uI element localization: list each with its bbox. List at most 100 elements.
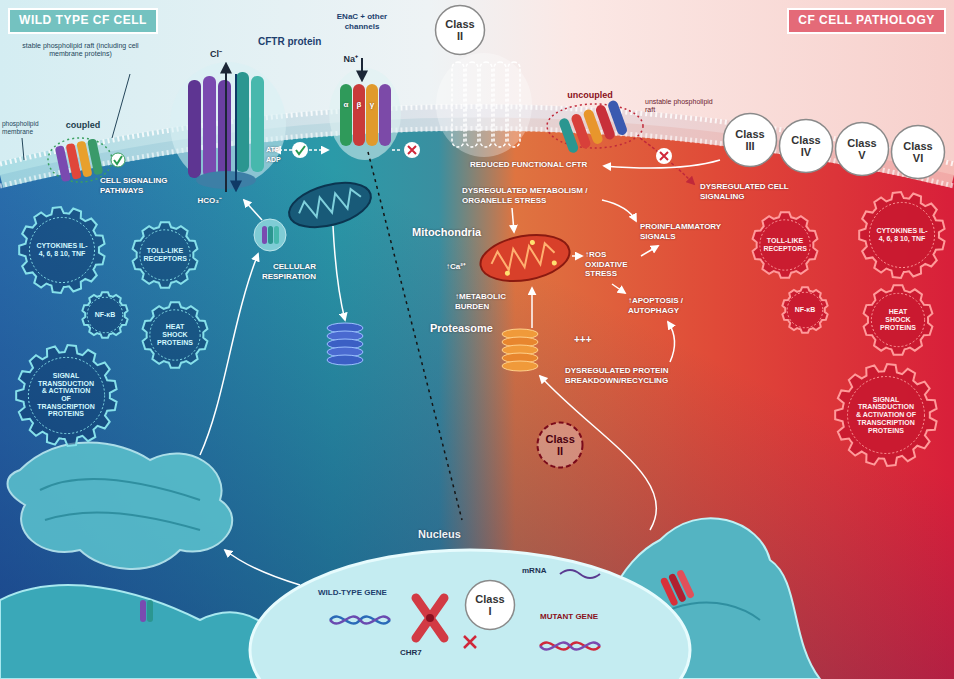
node-text: Class IV xyxy=(790,134,822,158)
transport-vesicle xyxy=(254,219,286,251)
gear-outline xyxy=(19,207,104,293)
transport-vesicle xyxy=(262,226,267,244)
subunit-label: γ xyxy=(366,100,378,110)
stable-raft xyxy=(114,156,122,164)
gear-outline xyxy=(16,345,116,446)
mitochondrion-stressed xyxy=(490,242,557,273)
node-text: Class III xyxy=(734,128,766,152)
proteasome-healthy xyxy=(327,323,363,365)
left-er xyxy=(140,600,146,622)
misfolded-cftr-ghost xyxy=(436,53,532,157)
flow-arrows xyxy=(333,226,345,320)
mitochondrion-stressed xyxy=(477,229,573,288)
flow-arrows xyxy=(512,208,514,232)
mitochondrion-healthy xyxy=(297,187,363,221)
enac-channel xyxy=(329,68,401,160)
channel-coupling xyxy=(404,142,420,158)
text-block: HEAT SHOCK PROTEINS xyxy=(155,323,196,346)
node-text: NF-κB xyxy=(791,306,820,314)
flow-label: ↑Ca²⁺ xyxy=(446,262,474,272)
node-text: SIGNAL TRANSDUCTION & ACTIVATION OF TRAN… xyxy=(36,372,96,418)
panel-banner: CF CELL PATHOLOGY xyxy=(787,8,946,34)
class-circle: Class IV xyxy=(778,118,834,174)
state-label: uncoupled xyxy=(560,90,620,101)
text-block: CYTOKINES IL-4, 6, 8 10, TNF xyxy=(36,242,89,257)
gene-label: MUTANT GENE xyxy=(540,612,612,622)
gear-outline xyxy=(753,212,818,277)
text-block: SIGNAL TRANSDUCTION & ACTIVATION OF TRAN… xyxy=(855,396,917,434)
signal-gear: TOLL-LIKE RECEPTORS xyxy=(131,221,199,289)
class-circle: Class I xyxy=(464,579,516,631)
stable-raft xyxy=(22,74,130,182)
flow-label: REDUCED FUNCTIONAL CFTR xyxy=(470,160,620,170)
flow-arrows xyxy=(540,376,657,530)
class-circle: Class VI xyxy=(890,124,946,180)
gear-outline xyxy=(859,192,944,278)
transport-vesicle xyxy=(274,226,279,244)
note-label: unstable phospholipid raft xyxy=(645,98,721,115)
node-text: Class V xyxy=(846,137,878,161)
node-text: Class II xyxy=(546,433,575,457)
transport-vesicle xyxy=(268,226,273,244)
text-block: HEAT SHOCK PROTEINS xyxy=(877,308,920,331)
state-label: coupled xyxy=(58,120,108,131)
circle-outline xyxy=(836,123,889,176)
text-block: Class I xyxy=(475,593,505,617)
stable-raft xyxy=(112,74,130,138)
gear-outline xyxy=(835,364,936,466)
enac-channel xyxy=(329,58,401,160)
molecule-label: ATP xyxy=(266,146,290,154)
signal-gear: NF-κB xyxy=(81,291,129,339)
part-label: ENaC + other channels xyxy=(322,12,402,31)
note-label: stable phospholipid raft (including cell… xyxy=(18,42,143,59)
circle-outline xyxy=(892,126,945,179)
signal-gear: NF-κB xyxy=(781,286,829,334)
cftr-channel xyxy=(225,64,227,192)
cytoplasm xyxy=(0,118,954,679)
misfolded-cftr-ghost xyxy=(494,62,506,147)
flow-arrows xyxy=(244,200,262,220)
nucleus xyxy=(330,617,390,624)
mitochondrion-stressed xyxy=(551,260,557,266)
text-block: Class V xyxy=(846,137,878,161)
ion-label: Na⁺ xyxy=(336,54,358,65)
text-block: Class II xyxy=(546,433,575,457)
gene-label: WILD-TYPE GENE xyxy=(318,588,388,598)
flow-label: CELL SIGNALING PATHWAYS xyxy=(100,176,180,195)
circle-outline xyxy=(538,423,583,468)
gear-outline xyxy=(133,222,198,287)
flow-arrows xyxy=(641,246,658,256)
mitochondrion-healthy xyxy=(284,175,375,235)
nucleus xyxy=(560,570,600,578)
note-label: phospholipid membrane xyxy=(2,120,54,136)
cftr-channel xyxy=(218,80,231,178)
right-er xyxy=(660,569,695,607)
molecule-label: ADP xyxy=(266,156,290,164)
text-block: SIGNAL TRANSDUCTION & ACTIVATION OF TRAN… xyxy=(36,372,96,418)
flow-label: DYSREGULATED PROTEIN BREAKDOWN/RECYCLING xyxy=(565,366,700,385)
cftr-channel xyxy=(170,62,286,186)
nucleus xyxy=(540,643,600,650)
flow-arrows xyxy=(200,200,675,585)
text-block: CF CELL PATHOLOGY xyxy=(798,14,935,27)
gear-outline xyxy=(782,287,827,333)
mitochondrion-healthy xyxy=(284,175,375,235)
unstable-raft xyxy=(656,148,672,164)
stable-raft xyxy=(87,138,103,175)
channel-coupling xyxy=(392,149,402,151)
flow-arrows xyxy=(668,322,675,362)
misfolded-cftr-ghost xyxy=(436,53,532,157)
nucleus xyxy=(250,550,690,679)
left-er xyxy=(147,600,153,622)
flow-label: ↑ROS OXIDATIVE STRESS xyxy=(585,250,647,279)
molecule-label: mRNA xyxy=(522,566,556,576)
subunit-label: β xyxy=(353,100,365,110)
text-block: NF-κB xyxy=(791,306,820,314)
cftr-channel xyxy=(203,76,216,178)
unstable-raft xyxy=(660,152,668,160)
left-er xyxy=(8,443,233,569)
gear-ring xyxy=(787,292,823,328)
channel-coupling xyxy=(292,142,308,158)
node-text: Class I xyxy=(475,593,505,617)
